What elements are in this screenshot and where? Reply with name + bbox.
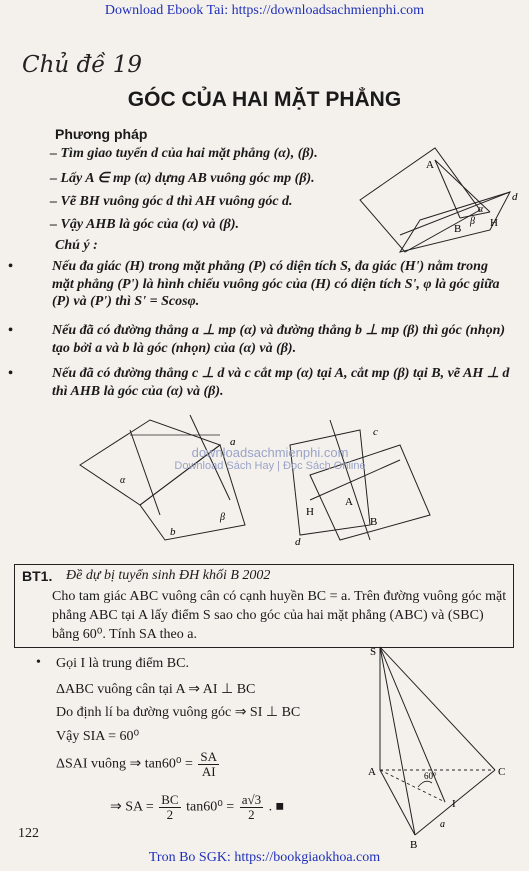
fig1-label-alpha: α bbox=[478, 204, 484, 215]
notes-heading: Chú ý : bbox=[55, 238, 98, 253]
footer-textbook-link[interactable]: Tron Bo SGK: https://bookgiaokhoa.com bbox=[148, 850, 381, 865]
page-number: 122 bbox=[18, 826, 39, 841]
exercise-source: Đề dự bị tuyển sinh ĐH khối B 2002 bbox=[66, 568, 271, 583]
watermark-line-1: downloadsachmienphi.com bbox=[191, 445, 349, 460]
method-step-2: – Lấy A ∈ mp (α) dựng AB vuông góc mp (β… bbox=[50, 171, 315, 186]
method-step-3: – Vẽ BH vuông góc d thì AH vuông góc d. bbox=[50, 194, 293, 209]
fig2-label-H: H bbox=[306, 506, 314, 518]
solution-line-1: Gọi I là trung điểm BC. bbox=[56, 656, 189, 671]
figure-dihedral-angle: A B H d α β bbox=[359, 147, 518, 253]
exercise-statement: Cho tam giác ABC vuông cân có cạnh huyền… bbox=[52, 589, 507, 642]
fig1-label-beta: β bbox=[469, 216, 475, 227]
topic-heading: Chủ đề 19 bbox=[22, 52, 142, 78]
solution-line-2: ΔABC vuông cân tại A ⇒ AI ⊥ BC bbox=[56, 682, 256, 697]
fig1-label-A: A bbox=[426, 159, 434, 171]
bullet-dot: • bbox=[8, 366, 13, 381]
fig3-label-C: C bbox=[498, 766, 505, 778]
fig1-label-B: B bbox=[454, 223, 461, 235]
fig3-label-B: B bbox=[410, 839, 417, 850]
watermark: downloadsachmienphi.com Download Sách Ha… bbox=[140, 445, 400, 472]
fig2-label-beta: β bbox=[219, 512, 225, 523]
fig1-label-H: H bbox=[490, 217, 498, 229]
solution-line-4: Vậy SIA = 60⁰ bbox=[56, 729, 140, 744]
figure-pyramid-sabc: S A C B I a 60° bbox=[368, 646, 505, 850]
header-download-link[interactable]: Download Ebook Tai: https://downloadsach… bbox=[104, 3, 425, 18]
note-item-2: •Nếu đã có đường thẳng a ⊥ mp (α) và đườ… bbox=[8, 323, 506, 356]
exercise-box bbox=[14, 564, 514, 648]
fig2-label-a: a bbox=[230, 436, 236, 448]
fig3-label-S: S bbox=[370, 646, 376, 658]
fig3-label-A: A bbox=[368, 766, 376, 778]
watermark-line-2: Download Sách Hay | Đọc Sách Online bbox=[174, 460, 366, 472]
fig2-label-d: d bbox=[295, 536, 301, 548]
note-item-3: •Nếu đã có đường thẳng c ⊥ d và c cắt mp… bbox=[8, 366, 510, 399]
method-step-4: – Vậy AHB là góc của (α) và (β). bbox=[50, 217, 239, 232]
method-heading: Phương pháp bbox=[55, 126, 148, 142]
fig2-label-A: A bbox=[345, 496, 353, 508]
method-step-1: – Tìm giao tuyến d của hai mặt phẳng (α)… bbox=[50, 146, 318, 161]
solution-bullet: • bbox=[36, 655, 41, 670]
fig3-label-a: a bbox=[440, 819, 445, 830]
fig2-label-B: B bbox=[370, 516, 377, 528]
fig3-label-angle: 60° bbox=[424, 771, 437, 781]
fig2-label-c: c bbox=[373, 426, 378, 438]
bullet-dot: • bbox=[8, 259, 13, 274]
note-item-1: •Nếu đa giác (H) trong mặt phẳng (P) có … bbox=[8, 259, 500, 309]
fig1-label-d: d bbox=[512, 191, 518, 203]
bullet-dot: • bbox=[8, 323, 13, 338]
solution-line-3: Do định lí ba đường vuông góc ⇒ SI ⊥ BC bbox=[56, 705, 301, 720]
fig2-label-alpha: α bbox=[120, 475, 126, 486]
figure-planes-normals: a b α β c H A B d bbox=[79, 414, 431, 548]
exercise-label: BT1. bbox=[22, 568, 53, 584]
page-title: GÓC CỦA HAI MẶT PHẲNG bbox=[127, 88, 402, 111]
fig2-label-b: b bbox=[170, 526, 176, 538]
fig3-label-I: I bbox=[452, 798, 456, 810]
